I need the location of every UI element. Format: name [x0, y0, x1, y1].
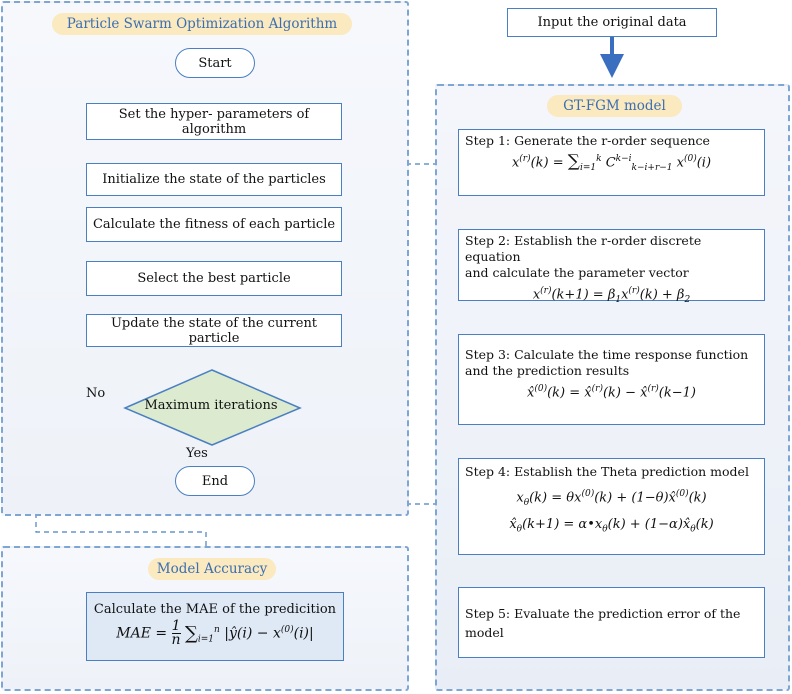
- select-best-box: Select the best particle: [86, 261, 342, 296]
- step5-text: Step 5: Evaluate the prediction error of…: [465, 605, 741, 640]
- pso-title: Particle Swarm Optimization Algorithm: [52, 13, 352, 35]
- mae-text: Calculate the MAE of the predicition: [93, 602, 337, 617]
- update-state-box: Update the state of the current particle: [86, 314, 342, 347]
- yes-label: Yes: [186, 446, 208, 461]
- mae-box: Calculate the MAE of the predicition MAE…: [86, 592, 344, 661]
- max-iterations-diamond: [123, 369, 302, 446]
- step1-equation: x(r)(k) = ∑i=1k Ck−ik−i+r−1 x(0)(i): [511, 151, 712, 173]
- max-iterations-label: Maximum iterations: [144, 398, 278, 413]
- step1-box: Step 1: Generate the r-order sequence x(…: [458, 129, 765, 196]
- step4-equation2: x̂θ(k+1) = α•xθ(k) + (1−α)x̂θ(k): [509, 516, 714, 535]
- fitness-box: Calculate the fitness of each particle: [86, 207, 342, 242]
- step2-text-line1: Step 2: Establish the r-order discrete e…: [465, 233, 702, 264]
- step2-box: Step 2: Establish the r-order discrete e…: [458, 229, 765, 305]
- end-node: End: [175, 466, 255, 496]
- step4-box: Step 4: Establish the Theta prediction m…: [458, 458, 765, 555]
- step4-equation1: xθ(k) = θx(0)(k) + (1−θ)x̂(0)(k): [516, 489, 707, 508]
- step3-text-line2: and the prediction results: [465, 363, 630, 378]
- input-data-box: Input the original data: [507, 8, 717, 37]
- step1-text: Step 1: Generate the r-order sequence: [465, 133, 710, 148]
- step3-equation: x̂(0)(k) = x̂(r)(k) − x̂(r)(k−1): [527, 384, 696, 401]
- set-params-box: Set the hyper- parameters of algorithm: [86, 103, 342, 140]
- step2-equation: x(r)(k+1) = β1x(r)(k) + β2: [532, 286, 691, 305]
- step4-text: Step 4: Establish the Theta prediction m…: [465, 464, 749, 479]
- step2-text-line2: and calculate the parameter vector: [465, 265, 689, 280]
- no-label: No: [86, 386, 106, 401]
- gt-fgm-title: GT-FGM model: [547, 95, 682, 117]
- model-accuracy-title: Model Accuracy: [148, 558, 276, 580]
- step3-box: Step 3: Calculate the time response func…: [458, 334, 765, 425]
- start-node: Start: [175, 48, 255, 78]
- step5-box: Step 5: Evaluate the prediction error of…: [458, 587, 765, 658]
- step3-text-line1: Step 3: Calculate the time response func…: [465, 347, 749, 362]
- init-state-box: Initialize the state of the particles: [86, 163, 342, 196]
